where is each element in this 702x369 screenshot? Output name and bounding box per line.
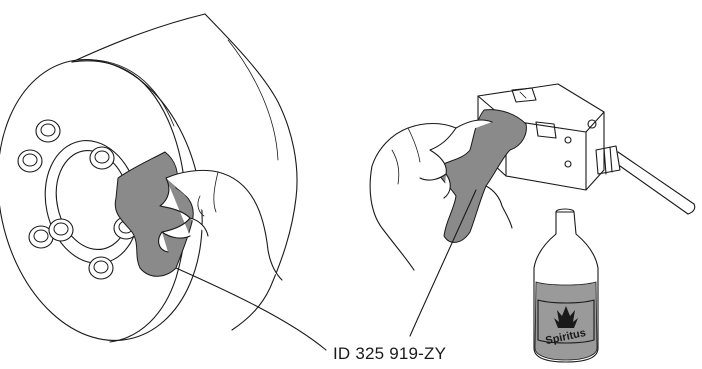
- left-hand-detail: [197, 171, 219, 217]
- bolt-3: [17, 149, 43, 173]
- part-id-label: ID 325 919-ZY: [333, 344, 447, 363]
- right-cleaning-cloth: [435, 109, 527, 243]
- left-hand: [158, 169, 283, 281]
- sensor-cable: [617, 151, 696, 215]
- bolt-4: [28, 225, 54, 249]
- drum-body: [71, 13, 298, 331]
- bolt-1: [35, 119, 61, 143]
- bolt-5: [48, 218, 74, 242]
- right-hand: [369, 119, 493, 271]
- spiritus-bottle: [533, 208, 599, 363]
- bolt-7: [88, 256, 114, 280]
- id-leader-line: [417, 189, 477, 319]
- flange-bolts: [17, 119, 139, 280]
- flammable-icon: [554, 306, 578, 328]
- bolt-2: [89, 146, 115, 170]
